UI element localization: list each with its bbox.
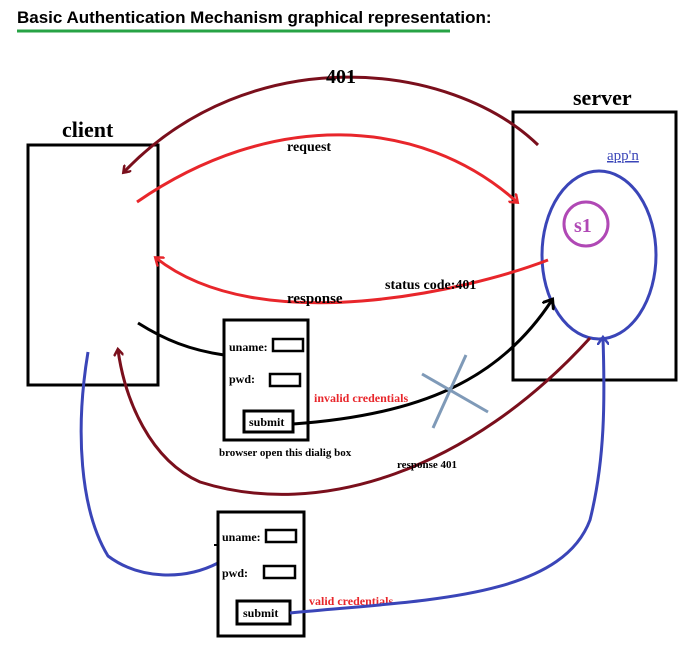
servlet-label: s1 [574,215,592,237]
dialog-bottom-submit-label: submit [243,606,278,620]
arrow-response-401 [118,336,592,496]
dialog-bottom-uname-field[interactable] [264,528,298,544]
label-request: request [287,140,331,155]
dialog-bottom-box [216,510,306,638]
cross-mark-a [421,372,489,414]
arrow-request [136,133,517,202]
app-label: app'n [607,148,639,164]
dialog-bottom-pwd-label: pwd: [222,566,248,580]
servlet-circle [562,200,610,248]
dialog-top-pwd-label: pwd: [229,372,255,386]
dialog-top-box [222,318,310,442]
dialog-top-uname-field[interactable] [271,337,305,353]
app-ellipse [540,169,658,341]
server-box [511,110,678,382]
dialog-top-submit-label: submit [249,415,284,429]
label-response: response [287,291,343,307]
arrow-response [156,258,549,305]
dialog-top-submit-button[interactable] [242,409,295,434]
arrow-401-top [124,75,540,172]
label-invalid-credentials: invalid credentials [314,391,408,405]
client-box [26,143,160,387]
client-label: client [62,117,114,142]
connector-client-dialog [137,321,225,357]
connector-client-dialog-bottom [79,351,219,577]
dialog-bottom-uname-label: uname: [222,530,261,544]
dialog-top-uname-label: uname: [229,340,268,354]
label-401-top: 401 [326,66,356,88]
server-label: server [573,85,632,110]
dialog-bottom-pwd-field[interactable] [262,564,297,580]
label-response-401: response 401 [397,459,457,471]
label-status-code: status code:401 [385,278,476,293]
page-title: Basic Authentication Mechanism graphical… [17,8,492,27]
dialog-top-pwd-field[interactable] [268,372,302,388]
cross-mark-b [431,354,468,429]
dialog-top-caption: browser open this dialig box [219,447,352,459]
arrow-valid-submit [289,338,604,615]
